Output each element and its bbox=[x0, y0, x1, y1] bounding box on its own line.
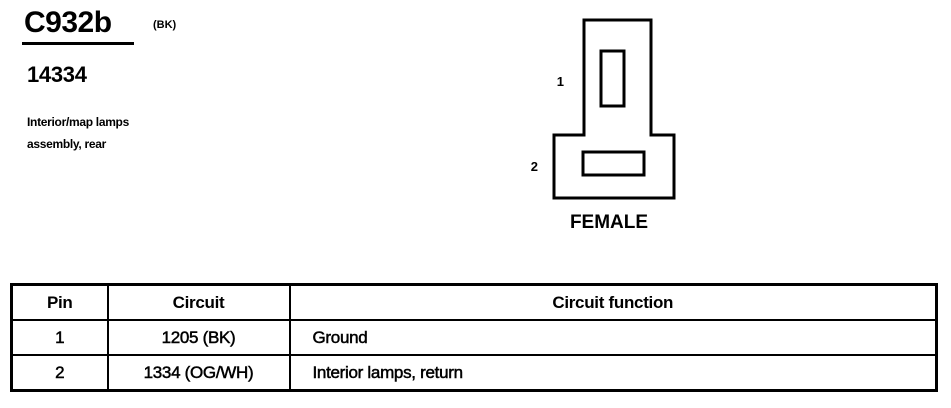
circuit-cell: 1205 (BK) bbox=[106, 319, 291, 356]
table-row: 2 1334 (OG/WH) Interior lamps, return bbox=[10, 354, 938, 392]
pin-table-header-row: Pin Circuit Circuit function bbox=[10, 283, 938, 321]
connector-id-underline bbox=[22, 42, 134, 45]
connector-gender-label: FEMALE bbox=[570, 212, 648, 233]
connector-id: C932b bbox=[24, 6, 112, 39]
pin-1-cavity bbox=[599, 49, 626, 108]
header-circuit-function: Circuit function bbox=[288, 283, 938, 321]
description-line: Interior/map lamps bbox=[27, 115, 129, 129]
pin-1-label: 1 bbox=[557, 74, 564, 89]
pin-cell: 2 bbox=[10, 354, 109, 392]
circuit-function-cell: Ground bbox=[288, 319, 938, 356]
pin-2-label: 2 bbox=[531, 159, 538, 174]
part-number: 14334 bbox=[27, 62, 87, 87]
connector-face-diagram: 1 2 FEMALE bbox=[531, 18, 676, 233]
header-pin: Pin bbox=[10, 283, 109, 321]
circuit-cell: 1334 (OG/WH) bbox=[106, 354, 291, 392]
header-circuit: Circuit bbox=[106, 283, 291, 321]
circuit-function-cell: Interior lamps, return bbox=[288, 354, 938, 392]
connector-color-code: (BK) bbox=[153, 19, 177, 31]
table-row: 1 1205 (BK) Ground bbox=[10, 319, 938, 356]
description-line: assembly, rear bbox=[27, 137, 106, 151]
pin-table: Pin Circuit Circuit function 1 1205 (BK)… bbox=[10, 283, 938, 392]
pin-cell: 1 bbox=[10, 319, 109, 356]
pin-2-cavity bbox=[581, 150, 646, 177]
connector-description: Interior/map lamps assembly, rear bbox=[27, 111, 227, 155]
